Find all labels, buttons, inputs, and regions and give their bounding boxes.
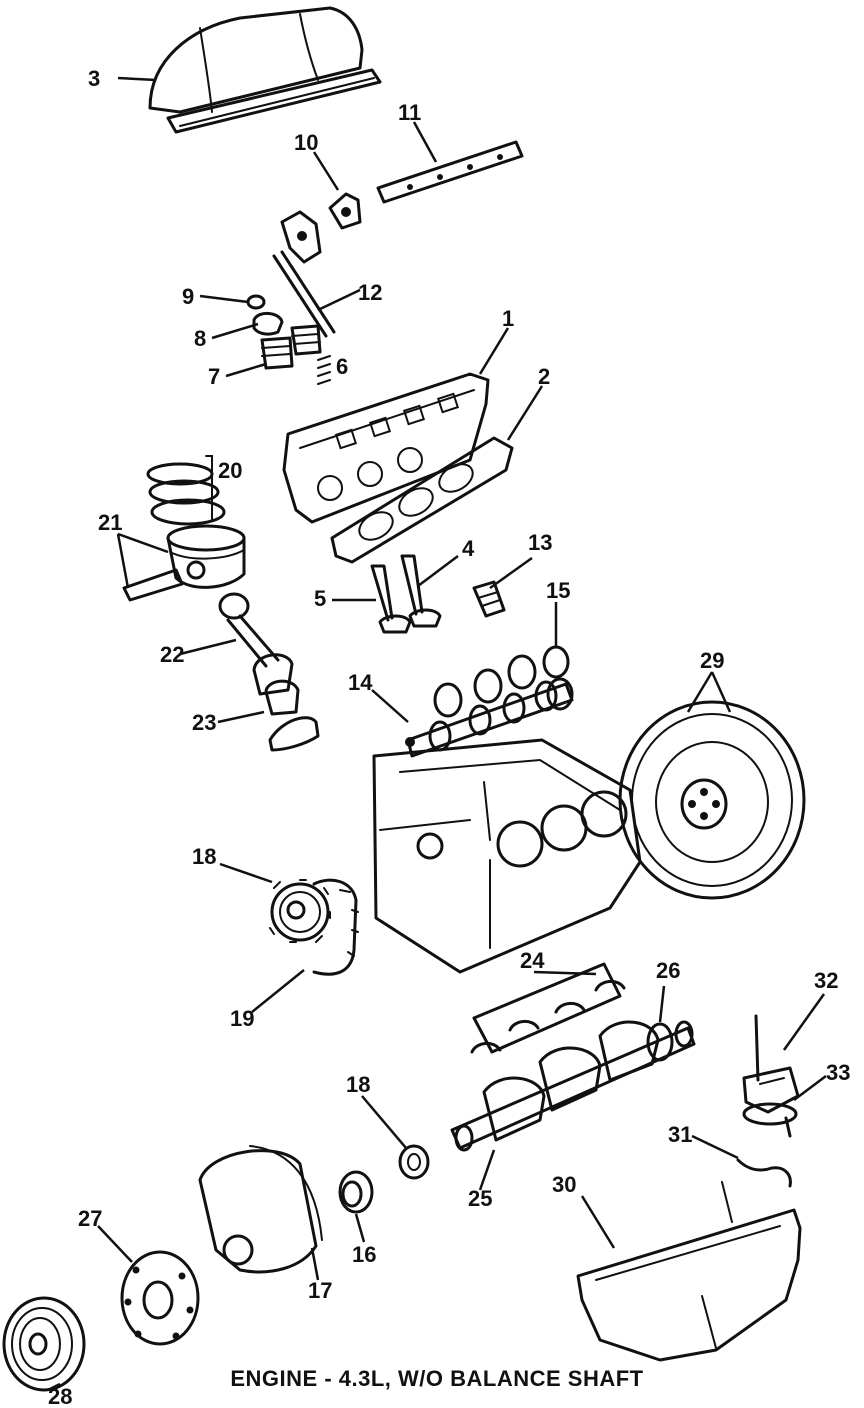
timing-sprocket xyxy=(269,879,331,943)
callout-21: 21 xyxy=(98,510,122,535)
camshaft-bearings xyxy=(433,645,574,718)
valve-cover xyxy=(148,6,382,134)
cylinder-head xyxy=(282,372,490,524)
callout-27: 27 xyxy=(78,1206,102,1231)
rocker-arm xyxy=(280,192,362,264)
callout-28: 28 xyxy=(48,1384,72,1408)
front-oil-seal xyxy=(338,1170,374,1214)
callout-20: 20 xyxy=(218,458,242,483)
callout-1: 1 xyxy=(502,306,514,331)
crank-hub xyxy=(120,1250,200,1346)
piston-rings xyxy=(146,455,226,526)
connecting-rod xyxy=(218,592,294,696)
callout-18-bottom: 18 xyxy=(346,1072,370,1097)
harmonic-balancer xyxy=(2,1296,86,1392)
push-rod xyxy=(272,250,336,338)
callout-14: 14 xyxy=(348,670,373,695)
crankshaft xyxy=(450,1020,696,1152)
callout-4: 4 xyxy=(462,536,475,561)
engine-block xyxy=(372,738,642,974)
callout-17: 17 xyxy=(308,1278,332,1303)
callout-15: 15 xyxy=(546,578,570,603)
diagram-caption: ENGINE - 4.3L, W/O BALANCE SHAFT xyxy=(230,1366,644,1391)
callout-31: 31 xyxy=(668,1122,692,1147)
callout-2: 2 xyxy=(538,364,550,389)
callout-26: 26 xyxy=(656,958,680,983)
pan-gasket xyxy=(736,1158,792,1188)
oil-pan xyxy=(576,1181,802,1362)
rod-bearing-cap xyxy=(264,679,320,752)
callout-10: 10 xyxy=(294,130,318,155)
camshaft xyxy=(405,680,574,758)
callout-5: 5 xyxy=(314,586,326,611)
rocker-shaft xyxy=(376,140,524,204)
callout-23: 23 xyxy=(192,710,216,735)
callout-3: 3 xyxy=(88,66,100,91)
callout-22: 22 xyxy=(160,642,184,667)
timing-cover xyxy=(198,1145,323,1274)
timing-chain xyxy=(312,878,359,976)
callout-30: 30 xyxy=(552,1172,576,1197)
valves xyxy=(370,554,442,634)
callout-18-top: 18 xyxy=(192,844,216,869)
callout-13: 13 xyxy=(528,530,552,555)
oil-pump xyxy=(742,1014,800,1114)
head-gasket xyxy=(330,436,514,564)
callout-9: 9 xyxy=(182,284,194,309)
oil-pickup xyxy=(742,1102,798,1138)
callout-leaders xyxy=(47,76,827,1392)
callout-32: 32 xyxy=(814,968,838,993)
callout-16: 16 xyxy=(352,1242,376,1267)
callout-19: 19 xyxy=(230,1006,254,1031)
callout-11: 11 xyxy=(398,100,421,125)
callout-33: 33 xyxy=(826,1060,850,1085)
crank-sprocket xyxy=(398,1144,430,1180)
callout-6: 6 xyxy=(336,354,348,379)
callout-12: 12 xyxy=(358,280,382,305)
valve-lifter xyxy=(472,580,506,618)
main-bearings xyxy=(470,962,626,1054)
callout-29: 29 xyxy=(700,648,724,673)
callout-8: 8 xyxy=(194,326,206,351)
piston xyxy=(122,524,246,602)
flywheel xyxy=(618,700,806,900)
callout-24: 24 xyxy=(520,948,545,973)
callout-25: 25 xyxy=(468,1186,492,1211)
callout-7: 7 xyxy=(208,364,220,389)
